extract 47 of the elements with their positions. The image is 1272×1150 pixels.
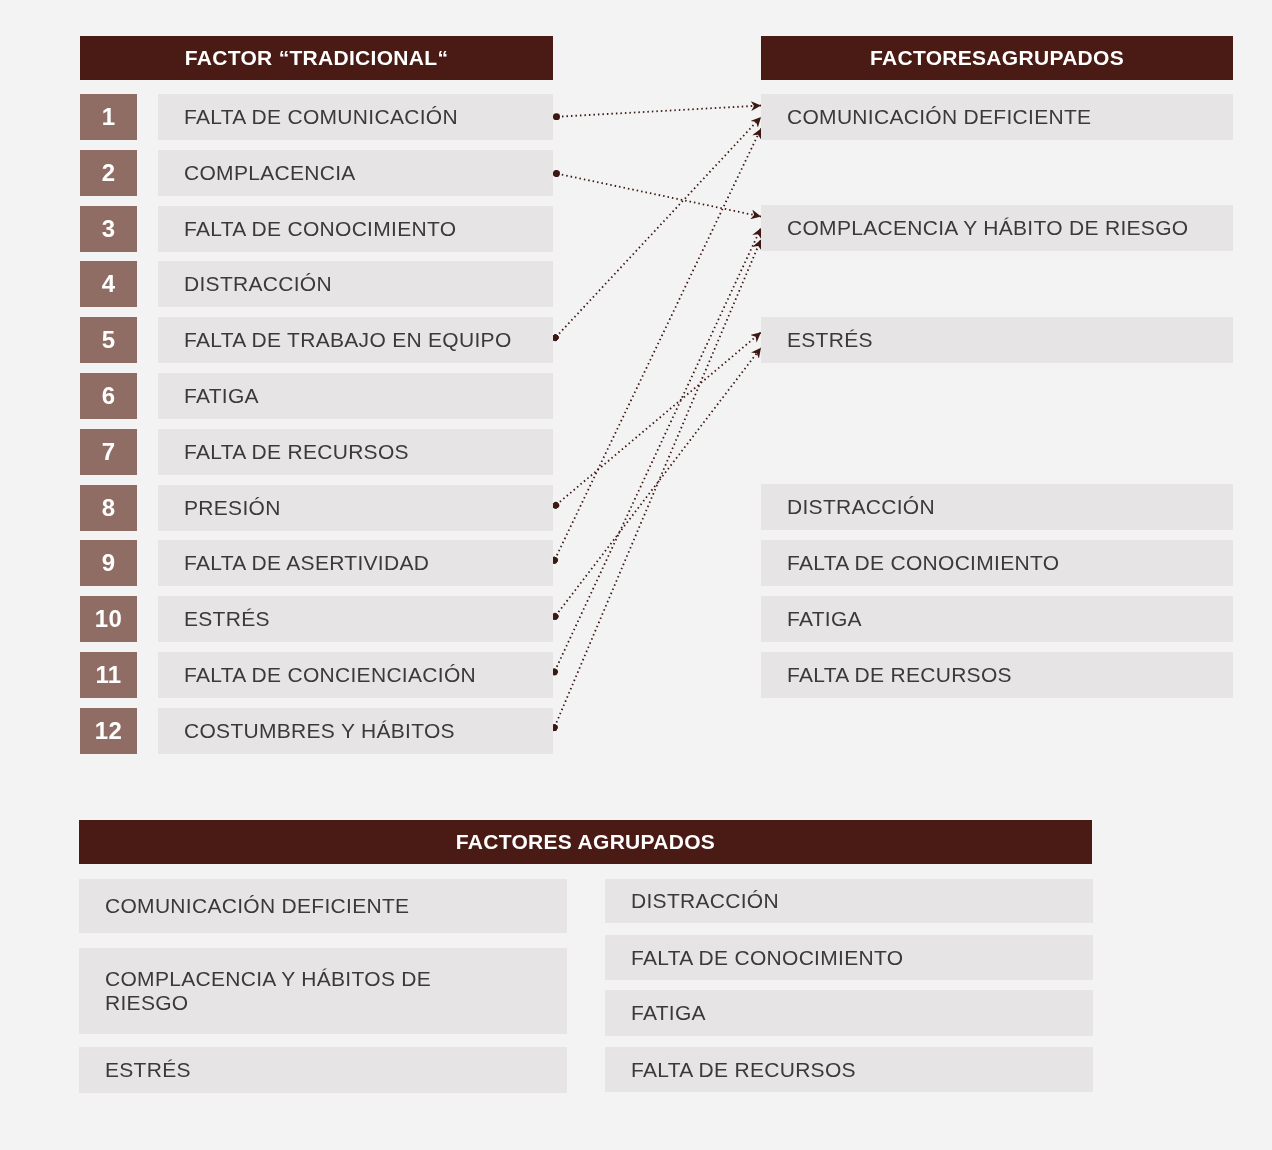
number-tile: 4 bbox=[80, 261, 137, 308]
factor-label: ESTRÉS bbox=[158, 596, 553, 643]
dotted-arrow bbox=[551, 116, 762, 342]
dotted-arrow bbox=[552, 170, 762, 220]
factor-label: FALTA DE TRABAJO EN EQUIPO bbox=[158, 317, 553, 364]
factor-label: FALTA DE ASERTIVIDAD bbox=[158, 540, 553, 587]
number-tile: 10 bbox=[80, 596, 137, 643]
header-bar: FACTORESAGRUPADOS bbox=[761, 36, 1233, 80]
number-tile: 2 bbox=[80, 149, 137, 196]
number-tile: 5 bbox=[80, 317, 137, 364]
factor-label: FALTA DE RECURSOS bbox=[158, 428, 553, 475]
header-bar: FACTORES AGRUPADOS bbox=[79, 820, 1092, 864]
factor-label: FALTA DE CONOCIMIENTO bbox=[605, 935, 1093, 980]
dotted-arrow bbox=[551, 127, 762, 565]
factor-label: COSTUMBRES Y HÁBITOS bbox=[158, 707, 553, 754]
factor-label: ESTRÉS bbox=[761, 317, 1233, 363]
factor-label: FALTA DE CONOCIMIENTO bbox=[761, 540, 1233, 586]
factor-label: FATIGA bbox=[605, 990, 1093, 1036]
number-tile: 3 bbox=[80, 205, 137, 252]
factor-label: FATIGA bbox=[158, 373, 553, 419]
number-tile: 8 bbox=[80, 484, 137, 531]
factor-label: COMPLACENCIA bbox=[158, 149, 553, 196]
number-tile: 1 bbox=[80, 94, 137, 140]
factor-label: FALTA DE CONCIENCIACIÓN bbox=[158, 652, 553, 698]
factor-label: FATIGA bbox=[761, 596, 1233, 642]
header-bar: FACTOR “TRADICIONAL“ bbox=[80, 36, 553, 80]
dotted-arrow bbox=[552, 101, 762, 121]
number-tile: 6 bbox=[80, 373, 137, 419]
number-tile: 7 bbox=[80, 428, 137, 475]
factor-label: COMPLACENCIA Y HÁBITO DE RIESGO bbox=[761, 205, 1233, 251]
dotted-arrow bbox=[551, 346, 762, 621]
factor-label: DISTRACCIÓN bbox=[761, 484, 1233, 530]
number-tile: 9 bbox=[80, 540, 137, 587]
factor-label: FALTA DE RECURSOS bbox=[605, 1047, 1093, 1092]
factor-label: PRESIÓN bbox=[158, 484, 553, 531]
factor-label: FALTA DE RECURSOS bbox=[761, 652, 1233, 698]
number-tile: 11 bbox=[80, 652, 137, 698]
factor-label: FALTA DE CONOCIMIENTO bbox=[158, 205, 553, 252]
factor-label: COMUNICACIÓN DEFICIENTE bbox=[79, 879, 567, 933]
number-tile: 12 bbox=[80, 707, 137, 754]
factor-label: COMUNICACIÓN DEFICIENTE bbox=[761, 94, 1233, 140]
dotted-arrow bbox=[552, 331, 762, 509]
factor-label: DISTRACCIÓN bbox=[158, 261, 553, 308]
factor-label: ESTRÉS bbox=[79, 1047, 567, 1093]
factor-label: FALTA DE COMUNICACIÓN bbox=[158, 94, 553, 140]
factor-label: DISTRACCIÓN bbox=[605, 879, 1093, 923]
factor-label: COMPLACENCIA Y HÁBITOS DE RIESGO bbox=[79, 948, 567, 1034]
